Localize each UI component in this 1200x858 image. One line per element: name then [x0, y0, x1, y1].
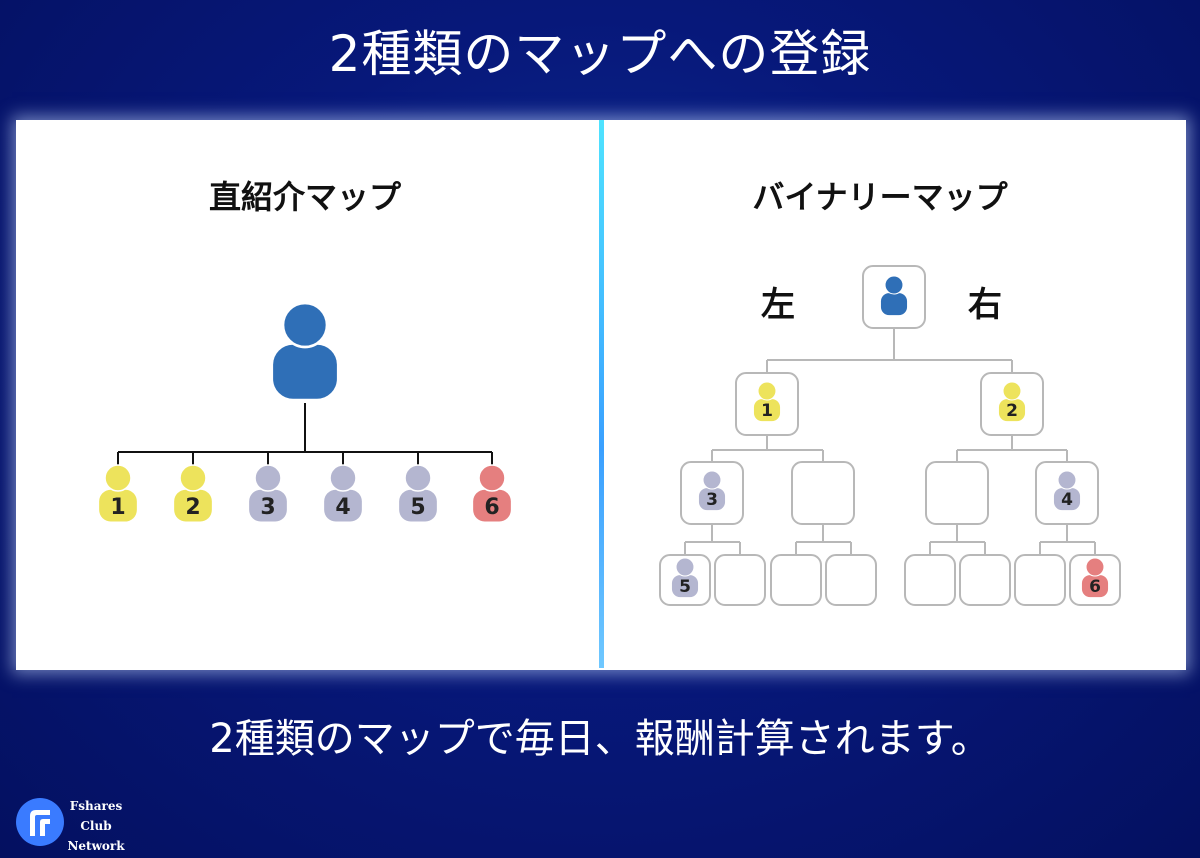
right-label: 右 [968, 285, 1002, 325]
person-body [998, 399, 1026, 422]
person-head [254, 464, 282, 492]
person-head [329, 464, 357, 492]
person-head [1057, 470, 1077, 490]
person-head [702, 470, 722, 490]
person-body [473, 489, 511, 522]
person-number: 4 [1061, 490, 1073, 510]
logo-line-1: Fshares [69, 799, 123, 813]
person-number: 2 [185, 495, 200, 520]
person-body [399, 489, 437, 522]
person-head [675, 557, 695, 577]
direct-child-6: 6 [473, 464, 511, 522]
person-head [104, 464, 132, 492]
left-label: 左 [761, 285, 795, 325]
binary-l3-box-5 [959, 554, 1011, 606]
person-number: 5 [679, 577, 691, 597]
person-body [273, 344, 337, 399]
logo-line-2: Club [80, 819, 112, 833]
person-body [174, 489, 212, 522]
binary-map-title: バイナリーマップ [752, 178, 1008, 216]
root-person-icon [273, 301, 337, 399]
binary-l2-box-1 [791, 461, 855, 525]
direct-child-1: 1 [99, 464, 137, 522]
person-body [1053, 488, 1081, 511]
direct-map-title: 直紹介マップ [208, 178, 401, 216]
binary-l2-person-4: 4 [1053, 470, 1081, 511]
binary-l3-person-5: 5 [671, 557, 699, 598]
person-head [281, 301, 329, 349]
person-number: 3 [260, 495, 275, 520]
fshares-logo-icon [16, 798, 64, 846]
person-head [1085, 557, 1105, 577]
binary-l3-person-6: 6 [1081, 557, 1109, 598]
person-number: 1 [761, 401, 773, 421]
person-number: 2 [1006, 401, 1018, 421]
person-head [1002, 381, 1022, 401]
direct-child-4: 4 [324, 464, 362, 522]
caption: 2種類のマップで毎日、報酬計算されます。 [209, 716, 991, 762]
person-body [1081, 575, 1109, 598]
person-head [179, 464, 207, 492]
binary-l2-person-3: 3 [698, 470, 726, 511]
direct-child-2: 2 [174, 464, 212, 522]
binary-l3-box-3 [825, 554, 877, 606]
binary-l3-box-1 [714, 554, 766, 606]
binary-l2-box-2 [925, 461, 989, 525]
binary-root-person-icon [880, 275, 908, 316]
person-head [478, 464, 506, 492]
person-number: 1 [110, 495, 125, 520]
logo-text: Fshares Club Network [64, 796, 128, 856]
page-title: 2種類のマップへの登録 [328, 25, 872, 83]
person-body [671, 575, 699, 598]
binary-l3-box-2 [770, 554, 822, 606]
person-head [884, 275, 904, 295]
binary-l3-box-4 [904, 554, 956, 606]
direct-child-5: 5 [399, 464, 437, 522]
person-number: 3 [706, 490, 718, 510]
person-number: 6 [1089, 577, 1101, 597]
person-number: 4 [335, 495, 350, 520]
binary-l1-person-1: 1 [753, 381, 781, 422]
person-body [324, 489, 362, 522]
person-body [753, 399, 781, 422]
person-body [880, 293, 908, 316]
binary-l1-person-2: 2 [998, 381, 1026, 422]
person-body [698, 488, 726, 511]
person-number: 5 [410, 495, 425, 520]
person-number: 6 [484, 495, 499, 520]
logo-line-3: Network [67, 839, 125, 853]
panel-divider [599, 120, 604, 668]
person-head [404, 464, 432, 492]
direct-child-3: 3 [249, 464, 287, 522]
person-body [99, 489, 137, 522]
person-head [757, 381, 777, 401]
person-body [249, 489, 287, 522]
binary-l3-box-6 [1014, 554, 1066, 606]
